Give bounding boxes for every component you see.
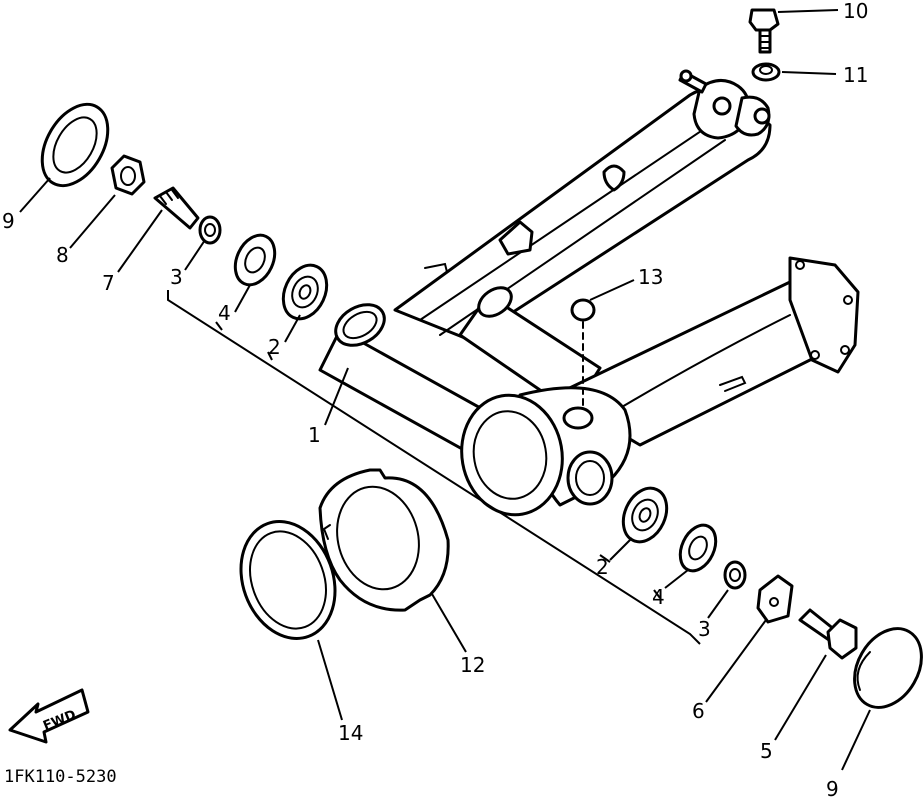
- gasket-14: [239, 520, 337, 640]
- callout-2-right: 2: [596, 555, 609, 579]
- thrust-cover-right: [678, 523, 718, 573]
- collar-left: [198, 215, 222, 245]
- callout-5: 5: [760, 739, 773, 763]
- callout-3-right: 3: [698, 617, 711, 641]
- washer-top: [751, 62, 781, 82]
- callout-14: 14: [338, 721, 363, 745]
- callout-9-right: 9: [826, 777, 839, 799]
- oil-seal-left: [40, 102, 110, 188]
- callout-6: 6: [692, 699, 705, 723]
- callout-9-left: 9: [2, 209, 15, 233]
- callout-12: 12: [460, 653, 485, 677]
- callout-8: 8: [56, 243, 69, 267]
- bearing-right: [621, 486, 669, 544]
- callout-4-right: 4: [652, 585, 665, 609]
- nut-left: [110, 154, 146, 196]
- leader-lines: [19, 9, 871, 771]
- cap-right: [853, 627, 923, 709]
- lock-plate: [756, 574, 794, 624]
- callout-2-left: 2: [268, 335, 281, 359]
- callout-4-left: 4: [218, 301, 231, 325]
- callout-13: 13: [638, 265, 663, 289]
- callout-3-left: 3: [170, 265, 183, 289]
- callout-1: 1: [308, 423, 321, 447]
- bearing-left: [281, 263, 329, 321]
- callout-7: 7: [102, 271, 115, 295]
- callouts: 9 8 7 3 4 2 1 10 11 13 2 4 3 6 5 9 12 14: [2, 0, 868, 799]
- swingarm: [318, 69, 860, 517]
- callout-10: 10: [843, 0, 868, 23]
- fwd-arrow-icon: FWD: [8, 688, 90, 744]
- drawing-code: 1FK110-5230: [4, 767, 117, 787]
- pivot-bolt-left: [153, 186, 200, 230]
- bolt-top: [748, 8, 780, 54]
- thrust-cover-left: [233, 233, 277, 287]
- callout-11: 11: [843, 63, 868, 87]
- grease-nipple: [570, 298, 596, 406]
- pivot-bolt-right: [798, 608, 858, 660]
- assembly-bracket: [167, 290, 701, 645]
- cover-12: [318, 468, 450, 612]
- collar-right: [723, 560, 747, 590]
